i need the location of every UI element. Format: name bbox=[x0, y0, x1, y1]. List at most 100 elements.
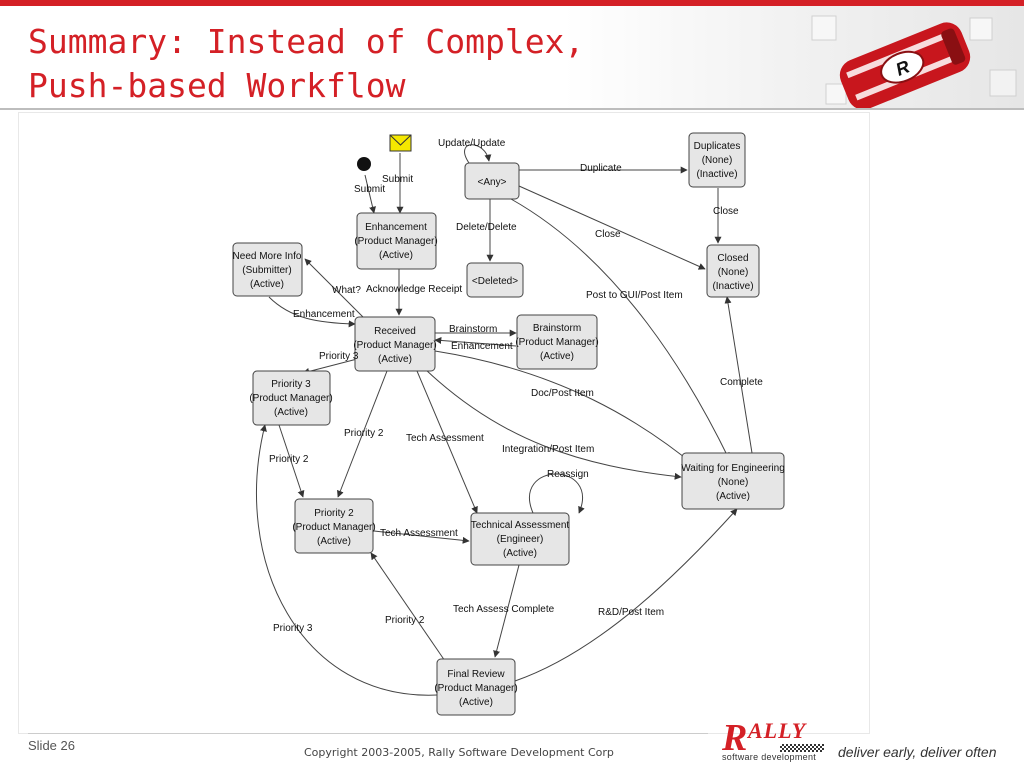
node-received-role: (Product Manager) bbox=[353, 340, 436, 351]
label-acknowledge-receipt: Acknowledge Receipt bbox=[366, 284, 462, 295]
node-priority3-title: Priority 3 bbox=[271, 379, 311, 390]
node-duplicates: Duplicates (None) (Inactive) bbox=[688, 132, 746, 188]
node-brainstorm-title: Brainstorm bbox=[533, 323, 581, 334]
node-duplicates-role: (None) bbox=[702, 155, 733, 166]
edge-priority3-to-priority2 bbox=[278, 424, 305, 498]
node-priority3-role: (Product Manager) bbox=[249, 393, 332, 404]
slide-title: Summary: Instead of Complex, Push-based … bbox=[28, 20, 584, 108]
footer-divider bbox=[28, 733, 708, 734]
node-final-review: Final Review (Product Manager) (Active) bbox=[434, 658, 518, 716]
rally-logo-rest: ALLY bbox=[748, 718, 807, 743]
node-received-title: Received bbox=[374, 326, 416, 337]
edge-finalreview-to-priority3 bbox=[256, 424, 438, 696]
title-line-1: Summary: Instead of Complex, bbox=[28, 22, 585, 61]
edge-start-to-enhancement bbox=[364, 174, 376, 214]
slide-header: Summary: Instead of Complex, Push-based … bbox=[0, 6, 1024, 110]
label-post-to-gui: Post to GUI/Post Item bbox=[586, 290, 683, 301]
label-priority2-from-p3: Priority 2 bbox=[269, 454, 309, 465]
edge-any-to-waiting bbox=[510, 198, 730, 460]
label-enhancement-from-brainstorm: Enhancement bbox=[451, 341, 513, 352]
slide-number: Slide 26 bbox=[28, 738, 75, 753]
copyright-notice: Copyright 2003-2005, Rally Software Deve… bbox=[304, 746, 614, 759]
workflow-diagram: Enhancement (Product Manager) (Active) N… bbox=[232, 132, 785, 716]
mail-envelope-icon bbox=[389, 134, 412, 152]
node-any-title: <Any> bbox=[478, 177, 507, 188]
node-priority2: Priority 2 (Product Manager) (Active) bbox=[292, 498, 376, 554]
label-brainstorm: Brainstorm bbox=[449, 324, 497, 335]
label-duplicate: Duplicate bbox=[580, 163, 622, 174]
node-brainstorm-status: (Active) bbox=[540, 351, 574, 362]
edge-finalreview-to-waiting bbox=[514, 508, 738, 682]
node-brainstorm-role: (Product Manager) bbox=[515, 337, 598, 348]
node-received-status: (Active) bbox=[378, 354, 412, 365]
node-closed-role: (None) bbox=[718, 267, 749, 278]
edge-update-loop bbox=[464, 144, 492, 164]
workflow-diagram-panel: Enhancement (Product Manager) (Active) N… bbox=[18, 112, 870, 734]
label-complete: Complete bbox=[720, 377, 763, 388]
label-submit-start: Submit bbox=[354, 184, 385, 195]
start-dot-icon bbox=[357, 157, 371, 171]
label-priority3-from-received: Priority 3 bbox=[319, 351, 359, 362]
label-submit-mail: Submit bbox=[382, 174, 413, 185]
label-priority2-from-final: Priority 2 bbox=[385, 615, 425, 626]
edge-finalreview-to-priority2 bbox=[370, 552, 446, 662]
label-reassign: Reassign bbox=[547, 469, 589, 480]
label-rd-post-item: R&D/Post Item bbox=[598, 607, 664, 618]
edge-received-to-waiting-integration bbox=[424, 368, 682, 480]
label-tech-assess-complete: Tech Assess Complete bbox=[453, 604, 555, 615]
edge-any-to-closed bbox=[518, 185, 706, 270]
node-closed-title: Closed bbox=[717, 253, 748, 264]
edge-waiting-to-closed bbox=[724, 296, 753, 454]
rally-logo: R ALLY software development bbox=[722, 716, 832, 764]
node-final-review-role: (Product Manager) bbox=[434, 683, 517, 694]
node-enhancement-title: Enhancement bbox=[365, 222, 427, 233]
label-delete-delete: Delete/Delete bbox=[456, 222, 517, 233]
edge-received-to-needinfo bbox=[304, 258, 366, 320]
node-waiting-title: Waiting for Engineering bbox=[681, 463, 785, 474]
top-accent-bar bbox=[0, 0, 1024, 6]
edge-needinfo-to-received bbox=[268, 296, 356, 328]
node-brainstorm: Brainstorm (Product Manager) (Active) bbox=[515, 314, 599, 370]
node-technical-assessment: Technical Assessment (Engineer) (Active) bbox=[470, 512, 570, 566]
header-divider bbox=[0, 108, 1024, 110]
edge-received-to-waiting-doc bbox=[434, 350, 700, 470]
node-final-review-title: Final Review bbox=[447, 669, 505, 680]
node-priority2-status: (Active) bbox=[317, 536, 351, 547]
label-tech-assessment-from-p2: Tech Assessment bbox=[380, 528, 458, 539]
label-priority2-from-received: Priority 2 bbox=[344, 428, 384, 439]
node-received: Received (Product Manager) (Active) bbox=[353, 316, 437, 372]
edge-received-to-priority2 bbox=[337, 370, 388, 498]
node-enhancement: Enhancement (Product Manager) (Active) bbox=[354, 212, 438, 270]
label-update-update: Update/Update bbox=[438, 138, 506, 149]
node-final-review-status: (Active) bbox=[459, 697, 493, 708]
edge-labels: Submit Submit Update/Update Duplicate Cl… bbox=[269, 138, 763, 634]
node-duplicates-status: (Inactive) bbox=[696, 169, 737, 180]
label-tech-assessment-from-received: Tech Assessment bbox=[406, 433, 484, 444]
node-priority2-title: Priority 2 bbox=[314, 508, 354, 519]
node-need-more-info-status: (Active) bbox=[250, 279, 284, 290]
tagline: deliver early, deliver often bbox=[838, 744, 997, 760]
label-integration-post-item: Integration/Post Item bbox=[502, 444, 594, 455]
edge-techassess-to-finalreview bbox=[493, 564, 520, 658]
edge-brainstorm-to-received bbox=[434, 336, 517, 347]
node-any: <Any> bbox=[464, 162, 520, 200]
node-duplicates-title: Duplicates bbox=[694, 141, 741, 152]
label-what: What? bbox=[332, 285, 361, 296]
node-priority3-status: (Active) bbox=[274, 407, 308, 418]
edge-priority2-to-techassess bbox=[373, 530, 470, 544]
node-priority3: Priority 3 (Product Manager) (Active) bbox=[249, 370, 333, 426]
node-enhancement-status: (Active) bbox=[379, 250, 413, 261]
node-closed: Closed (None) (Inactive) bbox=[706, 244, 760, 298]
title-line-2: Push-based Workflow bbox=[28, 66, 406, 105]
node-tech-assessment-status: (Active) bbox=[503, 548, 537, 559]
node-tech-assessment-role: (Engineer) bbox=[497, 534, 544, 545]
node-deleted: <Deleted> bbox=[466, 262, 524, 298]
label-doc-post-item: Doc/Post Item bbox=[531, 388, 594, 399]
node-need-more-info-title: Need More Info bbox=[233, 251, 302, 262]
edge-received-to-techassess bbox=[416, 370, 478, 514]
node-waiting-status: (Active) bbox=[716, 491, 750, 502]
node-closed-status: (Inactive) bbox=[712, 281, 753, 292]
label-priority3-from-final: Priority 3 bbox=[273, 623, 313, 634]
node-waiting-role: (None) bbox=[718, 477, 749, 488]
node-enhancement-role: (Product Manager) bbox=[354, 236, 437, 247]
